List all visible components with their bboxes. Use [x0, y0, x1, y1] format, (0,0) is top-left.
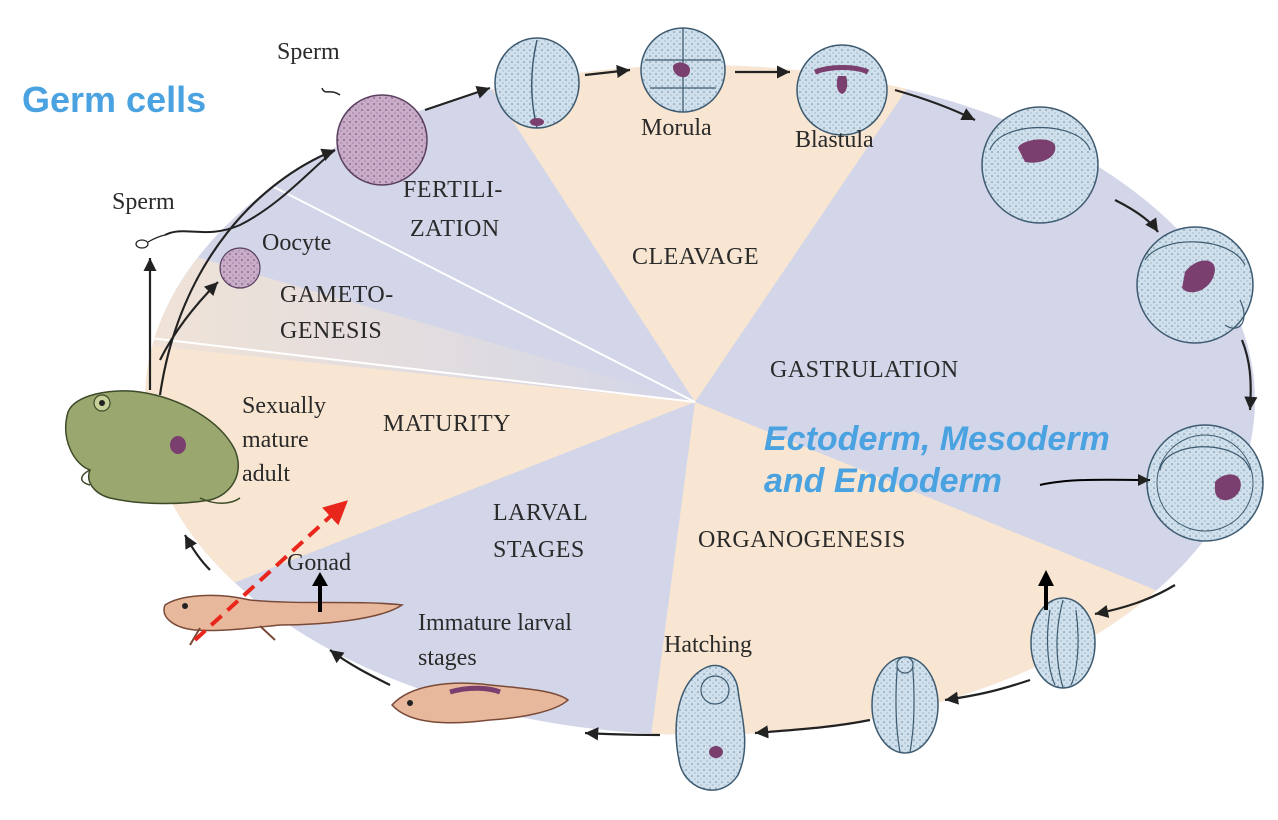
- neurula-embryo-icon: [1030, 597, 1096, 689]
- sector-dividers: [149, 184, 696, 403]
- sperm-cell-icon: [135, 234, 166, 249]
- early-gastrula-icon: [981, 106, 1099, 224]
- label-hatching: Hatching: [664, 632, 752, 658]
- label-immature-2: stages: [418, 645, 477, 671]
- gonad-pointer-arrow: [312, 572, 328, 612]
- stage-label-fertilization-1: FERTILI-: [403, 177, 503, 203]
- stage-label-cleavage: CLEAVAGE: [632, 244, 759, 270]
- red-dashed-arrow: [193, 500, 348, 642]
- stage-label-larval-2: STAGES: [493, 537, 585, 563]
- stage-label-gametogenesis-1: GAMETO-: [280, 282, 394, 308]
- label-adult-3: adult: [242, 461, 290, 487]
- sperm-path: [164, 149, 336, 236]
- label-sperm-left: Sperm: [112, 189, 175, 215]
- label-gonad: Gonad: [287, 550, 351, 576]
- label-blastula: Blastula: [795, 127, 874, 153]
- cycle-arrows: [143, 64, 1258, 741]
- fertilized-egg-icon: [321, 87, 428, 186]
- stage-label-gametogenesis-2: GENESIS: [280, 318, 382, 344]
- blastula-embryo-icon: [796, 44, 888, 136]
- late-gastrula-icon: [1146, 424, 1264, 542]
- late-larva-icon: [163, 594, 405, 646]
- stage-label-organogenesis: ORGANOGENESIS: [698, 527, 906, 553]
- label-morula: Morula: [641, 115, 712, 141]
- germ-layers-annotation-line1: Ectoderm, Mesoderm: [764, 420, 1110, 458]
- oocyte-icon: [219, 247, 261, 289]
- label-adult-1: Sexually: [242, 393, 326, 419]
- label-adult-2: mature: [242, 427, 309, 453]
- label-sperm-top: Sperm: [277, 39, 340, 65]
- mid-gastrula-icon: [1136, 226, 1254, 344]
- germ-cells-annotation: Germ cells: [22, 79, 206, 120]
- sector-cleavage: [460, 65, 940, 402]
- stage-label-larval-1: LARVAL: [493, 500, 588, 526]
- label-immature-1: Immature larval: [418, 610, 572, 636]
- germ-layer-pointer-arrow: [1039, 473, 1151, 486]
- adult-frog-icon: [65, 390, 241, 505]
- stage-label-fertilization-2: ZATION: [410, 216, 500, 242]
- stage-label-maturity: MATURITY: [383, 411, 511, 437]
- organogenesis-pointer-arrow: [1038, 570, 1054, 610]
- label-oocyte: Oocyte: [262, 230, 331, 256]
- stage-label-gastrulation: GASTRULATION: [770, 357, 959, 383]
- early-larva-icon: [390, 682, 570, 724]
- hatching-embryo-icon: [675, 664, 746, 791]
- germ-layers-annotation-line2: and Endoderm: [764, 462, 1002, 500]
- two-cell-embryo-icon: [494, 37, 580, 129]
- tailbud-embryo-icon: [871, 656, 939, 754]
- morula-embryo-icon: [640, 27, 726, 113]
